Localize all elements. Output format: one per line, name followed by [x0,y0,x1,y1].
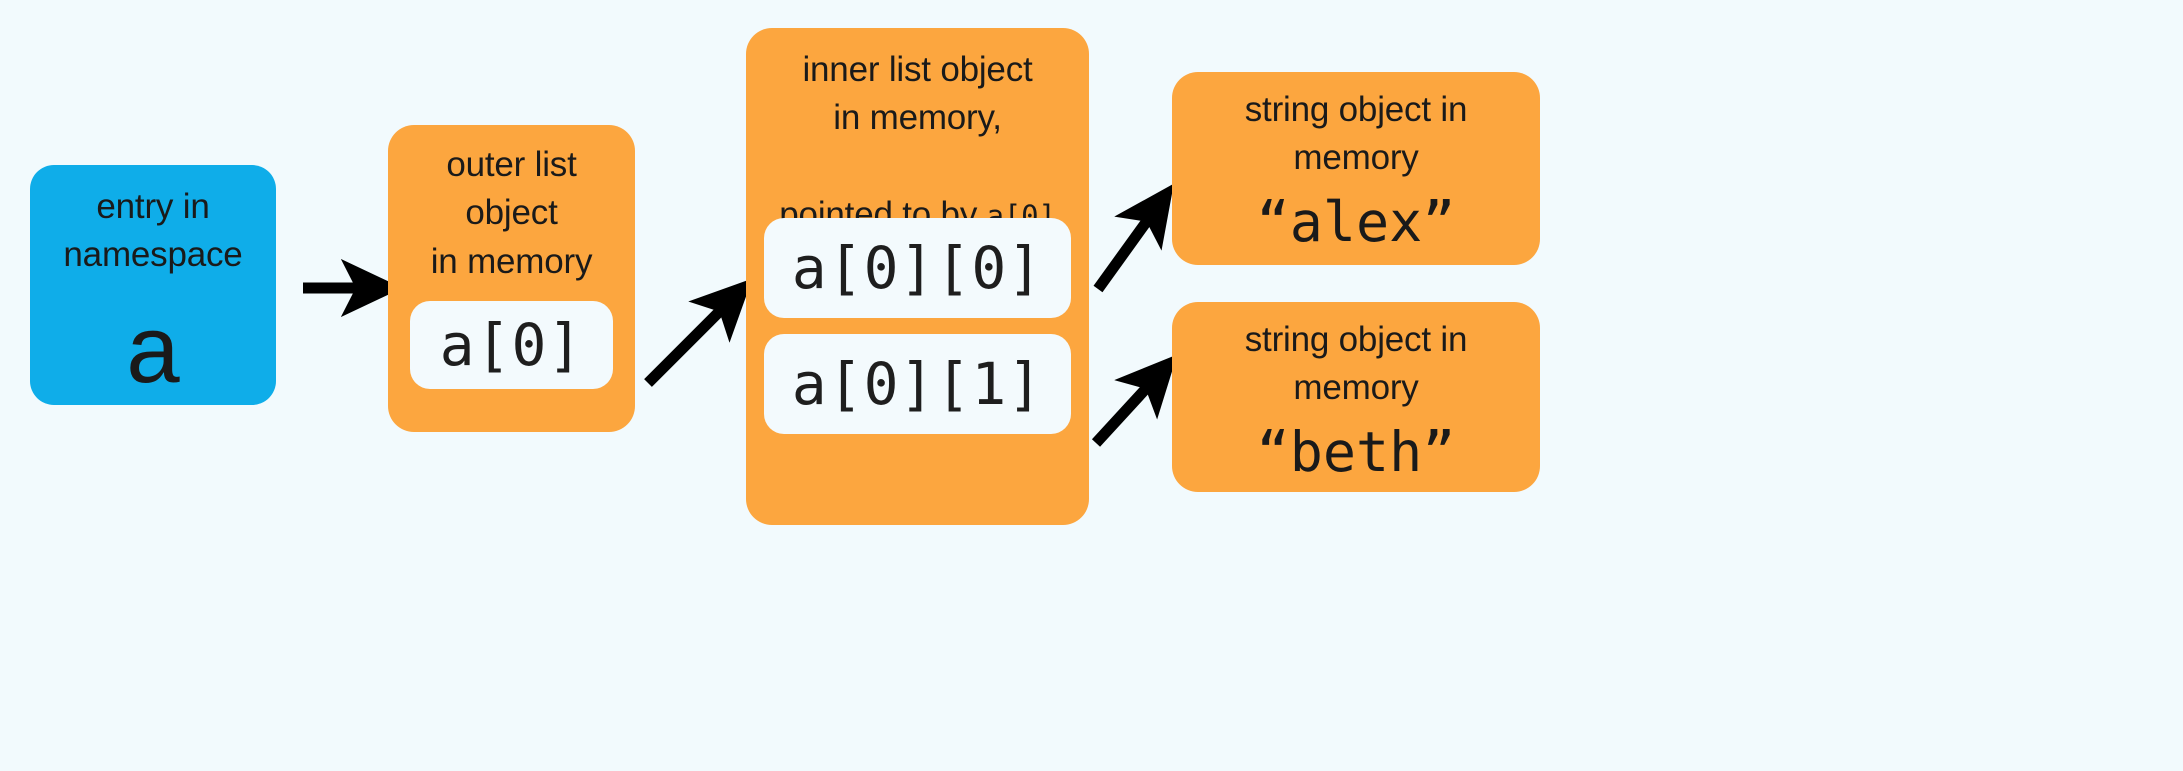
string-object-alex-node: string object in memory “alex” [1172,72,1540,265]
inner-list-slot-0: a[0][0] [764,218,1071,318]
inner-list-caption-line-1: inner list object [802,50,1033,89]
string-object-alex-caption: string object in memory [1244,90,1468,178]
namespace-variable-name: a [126,295,180,403]
string-object-beth-caption: string object in memory [1244,320,1468,408]
inner-list-slot-0-label: a[0][0] [791,234,1044,302]
inner-list-caption-line-2: in memory, [833,98,1002,138]
arrow-inner-slot-1-to-string-beth [1091,354,1178,447]
string-object-alex-value: “alex” [1256,189,1456,254]
outer-list-slot-0: a[0] [410,301,613,389]
string-object-beth-node: string object in memory “beth” [1172,302,1540,492]
arrow-inner-slot-0-to-string-alex [1093,183,1174,293]
outer-list-caption: outer list object in memory [430,145,593,281]
arrow-outer-slot-to-inner-list [644,278,753,387]
inner-list-object-node: inner list object in memory, pointed to … [746,28,1089,525]
namespace-entry-node: entry in namespace a [30,165,276,405]
namespace-caption: entry in namespace [63,187,243,275]
string-object-beth-value: “beth” [1256,419,1456,484]
inner-list-slot-1: a[0][1] [764,334,1071,434]
inner-list-slot-1-label: a[0][1] [791,350,1044,418]
outer-list-slot-0-label: a[0] [439,311,584,379]
outer-list-object-node: outer list object in memory a[0] [388,125,635,432]
